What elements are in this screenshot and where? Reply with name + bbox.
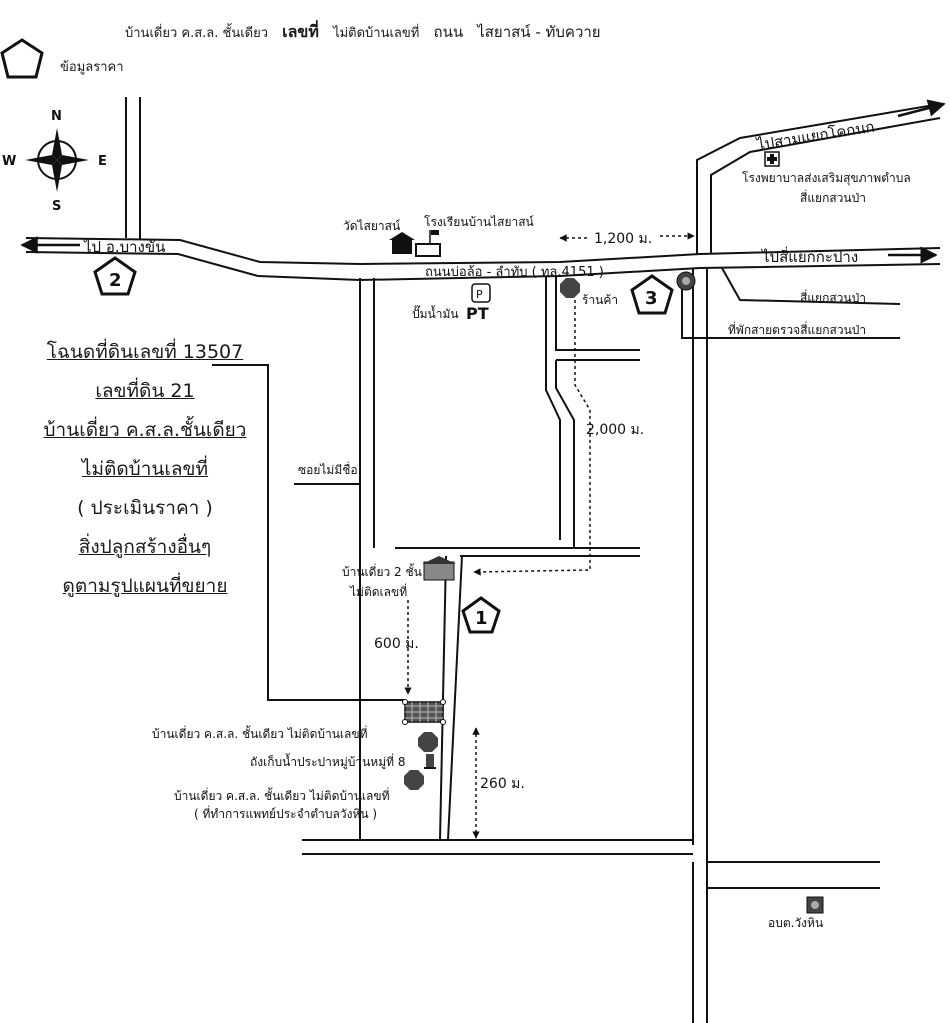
distance-600-label: 600 ม. (374, 636, 419, 652)
house-single-storey-icon (418, 732, 438, 752)
road-cross-middle (395, 547, 640, 557)
road-siyaek (721, 267, 901, 305)
distance-2000-label: 2,000 ม. (586, 422, 644, 438)
deed-leader-line (212, 364, 405, 701)
arrow-sam-yaek-icon (897, 99, 946, 118)
marker-3-number: 3 (645, 288, 658, 309)
house-single-storey-label: บ้านเดี่ยว ค.ส.ล. ชั้นเดียว ไม่ติดบ้านเล… (152, 725, 368, 741)
compass-icon: N S E W (2, 109, 107, 214)
hospital-label-1: โรงพยาบาลส่งเสริมสุขภาพตำบล (742, 171, 911, 186)
checkpoint-label: ที่พักสายตรวจสี่แยกสวนป่า (728, 321, 866, 337)
deed-line-5: ( ประเมินราคา ) (77, 497, 213, 519)
main-road-label: ถนนบ่อล้อ - ลำทับ ( ทล.4151 ) (425, 265, 604, 280)
road-bottom (302, 839, 880, 889)
sao-label: อบต.วังหิน (768, 916, 823, 930)
marker-1-number: 1 (475, 608, 488, 629)
deed-line-3: บ้านเดี่ยว ค.ส.ล.ชั้นเดียว (43, 419, 247, 441)
road-soi-left (359, 278, 375, 840)
gas-station-label: ปั๊มน้ำมัน (412, 305, 459, 321)
compass-e: E (98, 154, 107, 169)
road-east-vertical (692, 268, 708, 1023)
svg-text:P: P (476, 288, 483, 301)
wat-label: วัดไสยาสน์ (343, 219, 400, 233)
road-north-left (125, 97, 141, 239)
price-legend-label: ข้อมูลราคา (60, 60, 124, 75)
soi-no-name-label: ซอยไม่มีชื่อ (298, 461, 358, 477)
house-clinic-icon (404, 770, 424, 790)
school-label: โรงเรียนบ้านไสยาสน์ (424, 215, 534, 229)
dir-to-si-yaek: ไปสี่แยกกะปาง (761, 246, 858, 266)
water-tank-label: ถังเก็บน้ำประปาหมู่บ้านหมู่ที่ 8 (250, 753, 405, 770)
deed-line-7: ดูตามรูปแผนที่ขยาย (62, 575, 228, 597)
marker-3: 3 (630, 274, 674, 315)
road-northeast (696, 103, 941, 254)
distance-1200-label: 1,200 ม. (594, 231, 652, 247)
map-header: บ้านเดี่ยว ค.ส.ล. ชั้นเดียว เลขที่ ไม่ติ… (125, 20, 611, 45)
compass-w: W (2, 154, 16, 169)
marker-2: 2 (93, 256, 137, 296)
house-clinic-label-1: บ้านเดี่ยว ค.ส.ล. ชั้นเดียว ไม่ติดบ้านเล… (174, 787, 390, 803)
shop-icon (560, 278, 580, 298)
house-2-storey-label-2: ไม่ติดเลขที่ (349, 583, 407, 599)
house-2-storey-label-1: บ้านเดี่ยว 2 ชั้น (342, 563, 422, 579)
road-value: ไสยาสน์ - ทับควาย (477, 23, 601, 41)
school-icon (415, 230, 441, 257)
dir-to-sam-yaek: ไปสามแยกโคกนก (755, 118, 876, 154)
marker-2-number: 2 (109, 270, 122, 291)
road-label: ถนน (433, 23, 464, 41)
deed-line-1: โฉนดที่ดินเลขที่ 13507 (46, 341, 244, 363)
road-to-property (439, 555, 463, 841)
property-type: บ้านเดี่ยว ค.ส.ล. ชั้นเดียว (125, 26, 269, 41)
deed-info-block: โฉนดที่ดินเลขที่ 13507 เลขที่ดิน 21 บ้าน… (14, 333, 276, 606)
price-pentagon-icon (0, 38, 44, 79)
compass-n: N (51, 109, 62, 124)
house-clinic-label-2: ( ที่ทำการแพทย์ประจำตำบลวังหิน ) (194, 805, 377, 821)
deed-line-4: ไม่ติดบ้านเลขที่ (81, 458, 209, 480)
distance-260-label: 260 ม. (480, 776, 525, 792)
deed-line-6: สิ่งปลูกสร้างอื่นๆ (78, 536, 212, 558)
distance-2000-path (473, 300, 591, 576)
gas-station-icon: P (471, 283, 491, 303)
house-no-label: เลขที่ (282, 22, 319, 41)
hospital-label-2: สี่แยกสวนป่า (800, 189, 866, 205)
checkpoint-icon (676, 271, 696, 291)
subject-property-icon (402, 699, 446, 725)
si-yaek-suan-pa-label: สี่แยกสวนป่า (800, 289, 866, 305)
water-tank-icon (424, 754, 436, 769)
road-soi-middle (545, 276, 640, 548)
temple-icon (389, 232, 415, 254)
dir-to-bang-khan: ไป อ.บางขัน (83, 238, 165, 256)
compass-s: S (52, 199, 61, 214)
house-2-storey-icon (422, 556, 456, 581)
house-no-value: ไม่ติดบ้านเลขที่ (333, 26, 420, 41)
deed-line-2: เลขที่ดิน 21 (95, 380, 195, 402)
marker-1: 1 (461, 596, 501, 634)
hospital-icon (764, 151, 780, 167)
shop-label: ร้านค้า (582, 293, 618, 307)
gas-brand-label: PT (466, 304, 489, 323)
sao-icon (806, 896, 824, 914)
road-checkpoint (681, 276, 900, 339)
